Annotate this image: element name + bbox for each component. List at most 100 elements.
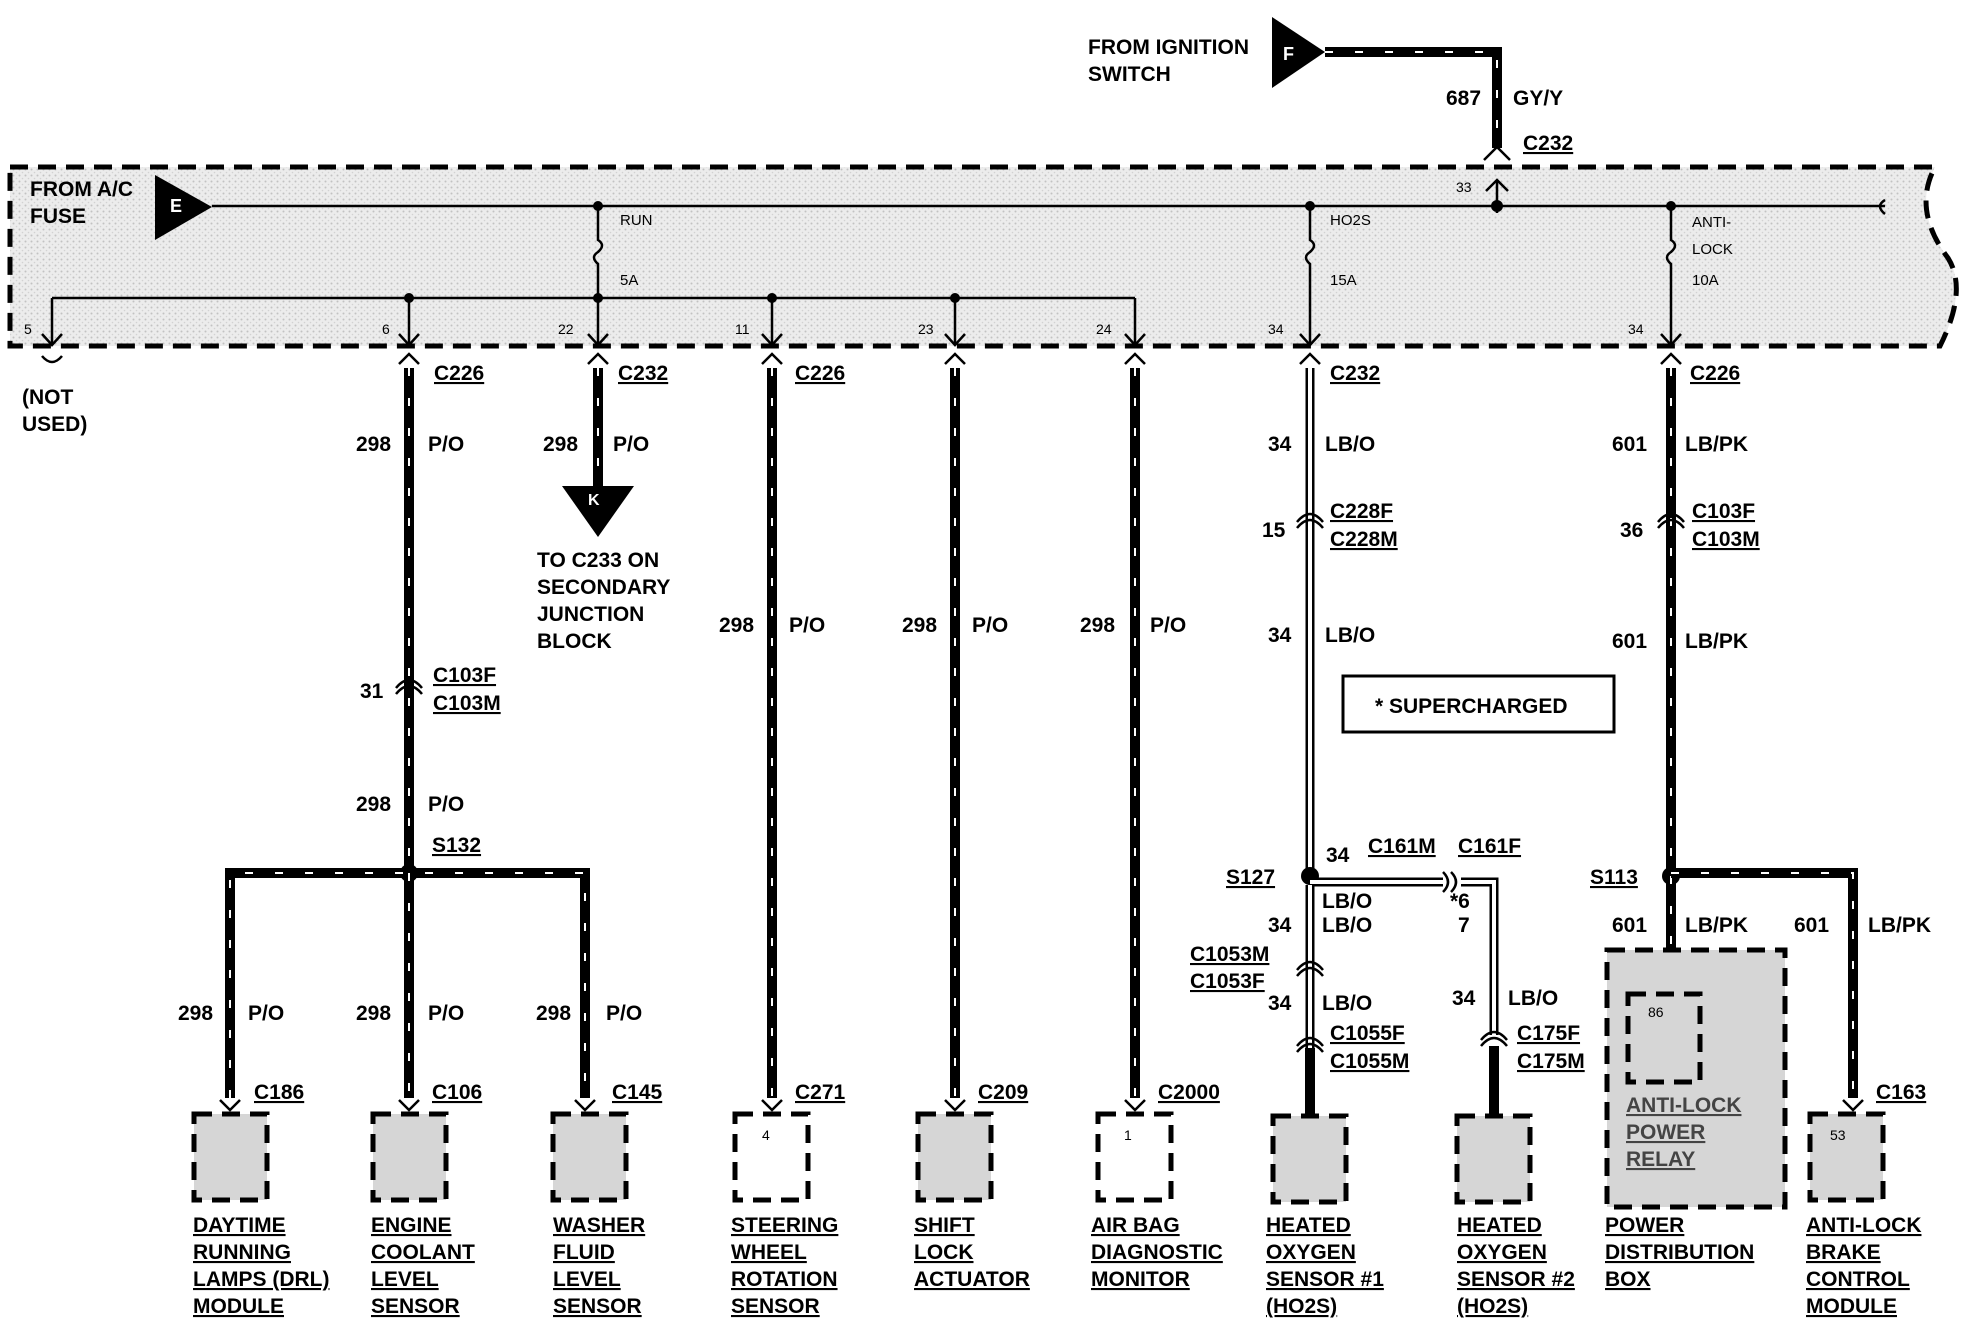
connector-label: C228M xyxy=(1330,528,1398,551)
connector-label: C232 xyxy=(1330,362,1380,385)
branch-shift: 298 P/O C209 xyxy=(902,352,1028,1112)
color-label: LB/PK xyxy=(1685,914,1748,937)
circuit-label: 601 xyxy=(1612,914,1647,937)
color-label: LB/PK xyxy=(1685,433,1748,456)
fuse-anti-lock: ANTI-LOCK 10A xyxy=(1665,201,1733,345)
color-label: LB/PK xyxy=(1685,630,1748,653)
connector-label: C2000 xyxy=(1158,1081,1220,1104)
circuit-label: 34 xyxy=(1268,914,1292,937)
color-label: LB/O xyxy=(1322,914,1372,937)
s132-drops: 298 P/O 298 P/O 298 P/O C186 C106 C145 xyxy=(178,868,663,1112)
branch-drl: C226 298 P/O 31 C103F C103M 298 P/O S132 xyxy=(356,352,501,882)
supercharged-label: * SUPERCHARGED xyxy=(1375,695,1568,718)
connector-arrows xyxy=(41,333,1682,347)
fuse-rating: 5A xyxy=(620,272,638,289)
fuse-name: RUN xyxy=(620,212,653,229)
circuit-label: 34 xyxy=(1268,433,1292,456)
abs-module-box xyxy=(1807,1111,1886,1203)
pin-label: 24 xyxy=(1096,321,1112,337)
connector-label: C103F xyxy=(1692,500,1755,523)
connector-label: C103M xyxy=(433,692,501,715)
fuse-run: RUN 5A xyxy=(592,201,653,300)
circuit-label: 298 xyxy=(543,433,578,456)
connector-label: C145 xyxy=(612,1081,663,1104)
ignition-flag-icon xyxy=(1272,17,1325,88)
ign-connector-label: C232 xyxy=(1523,132,1573,155)
color-label: P/O xyxy=(613,433,649,456)
circuit-label: 601 xyxy=(1612,630,1647,653)
pin-label: 31 xyxy=(360,680,384,703)
splice-label: S127 xyxy=(1226,866,1275,889)
circuit-label: 298 xyxy=(536,1002,571,1025)
circuit-label: 34 xyxy=(1268,992,1292,1015)
connector-label: C271 xyxy=(795,1081,846,1104)
ac-flag-letter: E xyxy=(170,196,182,216)
connector-label: C175F xyxy=(1517,1022,1580,1045)
circuit-label: 34 xyxy=(1326,844,1350,867)
branch-airbag: 298 P/O C2000 xyxy=(1080,352,1220,1112)
connector-label: C163 xyxy=(1876,1081,1926,1104)
circuit-label: 298 xyxy=(902,614,937,637)
connector-label: C228F xyxy=(1330,500,1393,523)
color-label: P/O xyxy=(606,1002,642,1025)
ign-circuit-label: 687 xyxy=(1446,87,1481,110)
connector-label: C106 xyxy=(432,1081,482,1104)
circuit-label: 298 xyxy=(1080,614,1115,637)
ignition-flag-letter: F xyxy=(1283,44,1294,64)
ac-flag-icon xyxy=(155,175,212,240)
circuit-label: 298 xyxy=(356,793,391,816)
splice-label: S132 xyxy=(432,834,481,857)
ign-pin-label: 33 xyxy=(1456,179,1472,195)
color-label: P/O xyxy=(789,614,825,637)
color-label: LB/O xyxy=(1325,624,1375,647)
color-label: LB/O xyxy=(1322,992,1372,1015)
run-bus xyxy=(50,293,1137,345)
shift-actuator-box xyxy=(915,1111,994,1203)
color-label: LB/PK xyxy=(1868,914,1931,937)
circuit-label: 298 xyxy=(178,1002,213,1025)
ho2s1-box xyxy=(1270,1113,1349,1205)
color-label: P/O xyxy=(972,614,1008,637)
end-pin: 1 xyxy=(1124,1127,1132,1143)
branch-anti-lock: C226 601 LB/PK 36 C103F C103M 601 LB/PK … xyxy=(1590,352,1760,889)
branch-steering: C226 298 P/O C271 xyxy=(719,352,846,1112)
fuse-rating: 10A xyxy=(1692,272,1719,289)
color-label: P/O xyxy=(248,1002,284,1025)
circuit-label: 298 xyxy=(719,614,754,637)
anti-lock-relay-box xyxy=(1625,991,1703,1085)
s113-network: 601 LB/PK 601 LB/PK C163 xyxy=(1612,868,1931,1112)
component-boxes: 4 1 86 53 xyxy=(191,947,1886,1210)
ign-color-label: GY/Y xyxy=(1513,87,1563,110)
fuse-rating: 15A xyxy=(1330,272,1357,289)
connector-label: C161M xyxy=(1368,835,1436,858)
branch-ho2s: C232 34 LB/O 15 C228F C228M 34 LB/O S127 xyxy=(1226,352,1398,889)
ho2s2-box xyxy=(1454,1113,1533,1205)
s127-network: 34 C161M C161F LB/O *6 7 LB/O 34 C1053M … xyxy=(1190,835,1585,1116)
junction-pins: 5 6 22 11 23 24 34 34 xyxy=(24,321,1644,337)
connector-label: C232 xyxy=(618,362,668,385)
circuit-label: 298 xyxy=(356,1002,391,1025)
connector-label: C226 xyxy=(434,362,484,385)
k-flag-icon xyxy=(562,486,634,537)
color-label: LB/O xyxy=(1325,433,1375,456)
connector-label: C186 xyxy=(254,1081,304,1104)
connector-label: C103M xyxy=(1692,528,1760,551)
connector-label: C209 xyxy=(978,1081,1028,1104)
k-flag-letter: K xyxy=(588,492,600,509)
